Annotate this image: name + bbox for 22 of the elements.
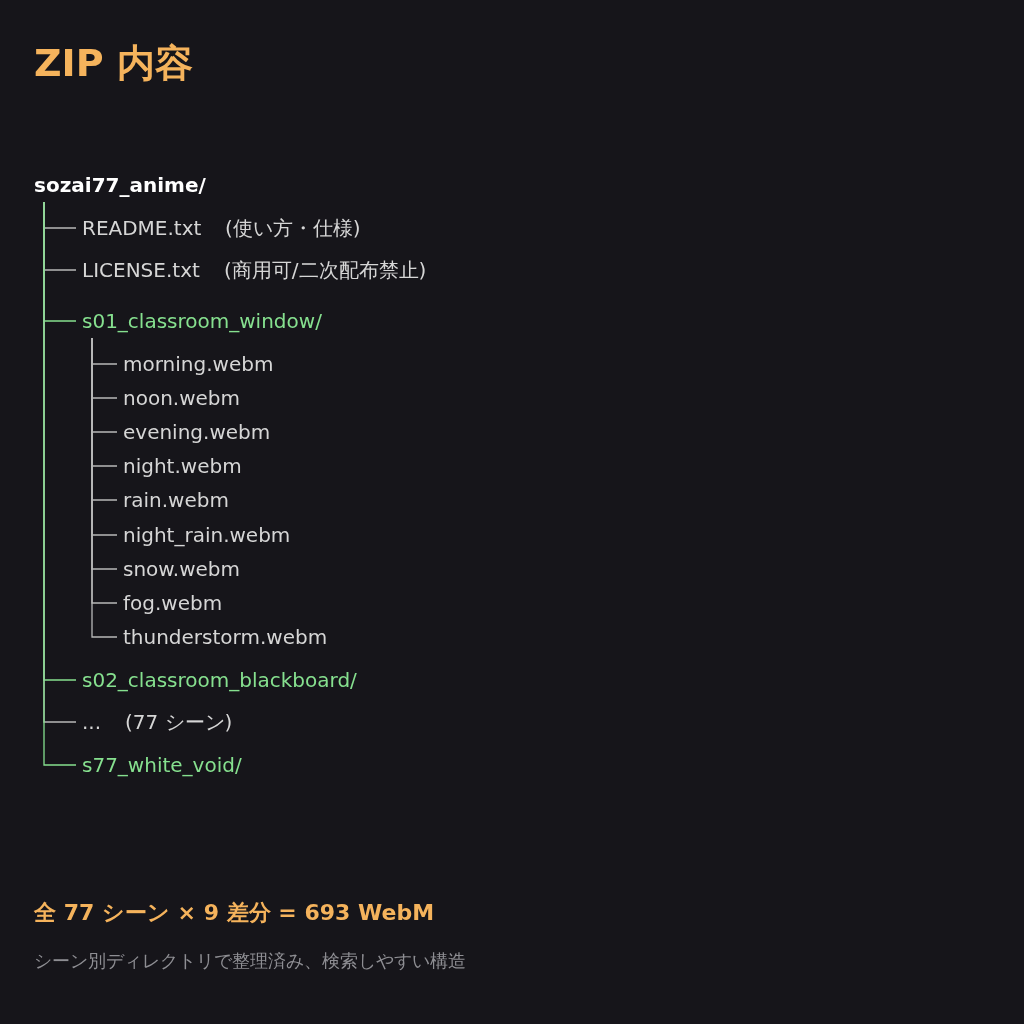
summary-line: 全 77 シーン × 9 差分 = 693 WebM <box>34 900 435 926</box>
file-name: noon.webm <box>123 385 241 411</box>
file-note: (77 シーン) <box>125 709 233 735</box>
file-note: (商用可/二次配布禁止) <box>224 257 427 283</box>
file-name: rain.webm <box>123 487 229 513</box>
file-note: (使い方・仕様) <box>225 215 361 241</box>
file-name: night_rain.webm <box>123 522 291 548</box>
file-name: LICENSE.txt <box>82 257 200 283</box>
file-name: snow.webm <box>123 556 241 582</box>
file-name: README.txt <box>82 215 202 241</box>
title: ZIP 内容 <box>34 40 193 87</box>
description-text: シーン別ディレクトリで整理済み、検索しやすい構造 <box>34 949 466 973</box>
file-name: fog.webm <box>123 590 223 616</box>
folder-name: sozai77_anime/ <box>34 172 206 198</box>
file-name: evening.webm <box>123 419 271 445</box>
folder-name: s77_white_void/ <box>82 752 242 778</box>
file-name: thunderstorm.webm <box>123 624 328 650</box>
file-name: ... <box>82 709 102 735</box>
folder-name: s02_classroom_blackboard/ <box>82 667 357 693</box>
folder-name: s01_classroom_window/ <box>82 308 322 334</box>
file-name: night.webm <box>123 453 242 479</box>
file-name: morning.webm <box>123 351 274 377</box>
